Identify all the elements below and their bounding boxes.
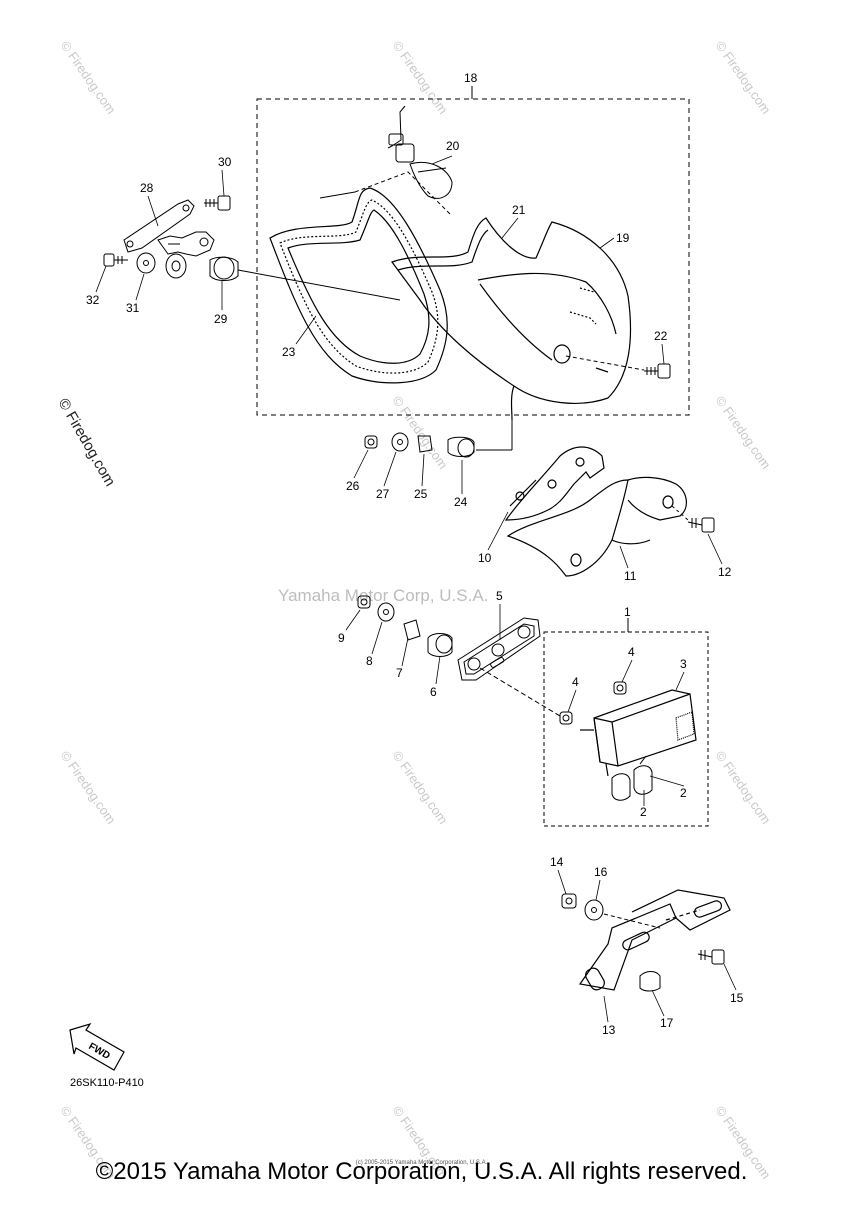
callout-9: 9: [338, 631, 345, 645]
license-light-unit-3: [580, 689, 697, 777]
callout-24: 24: [454, 495, 468, 509]
tile-watermark: © Firedog.com: [390, 38, 451, 117]
callout-31: 31: [126, 301, 140, 315]
collar-29-parts: [165, 253, 401, 301]
callout-27: 27: [376, 487, 390, 501]
diagram-code: 26SK110-P410: [70, 1077, 144, 1089]
bracket-10-11: [504, 446, 687, 577]
tile-watermark: © Firedog.com: [713, 748, 774, 827]
fwd-arrow: FWD: [69, 1022, 125, 1071]
assembly-1-box: [543, 618, 709, 827]
callout-29: 29: [214, 312, 228, 326]
tile-watermark: © Firedog.com: [713, 393, 774, 472]
callout-12: 12: [718, 565, 732, 579]
tiled-watermarks: © Firedog.com © Firedog.com © Firedog.co…: [58, 38, 774, 1182]
callout-21: 21: [512, 203, 526, 217]
callout-14: 14: [550, 855, 564, 869]
tile-watermark: © Firedog.com: [58, 748, 119, 827]
callout-19: 19: [616, 231, 630, 245]
bolt-32: [103, 253, 128, 267]
bulb-20: [319, 105, 453, 215]
callout-18: 18: [464, 71, 478, 85]
callout-7: 7: [396, 666, 403, 680]
callout-6: 6: [430, 685, 437, 699]
callout-1: 1: [624, 605, 631, 619]
callout-30: 30: [218, 155, 232, 169]
copyright-footer: ©2015 Yamaha Motor Corporation, U.S.A. A…: [95, 1158, 748, 1185]
screw-22: [565, 355, 671, 379]
callout-22: 22: [654, 329, 668, 343]
callout-17: 17: [660, 1016, 674, 1030]
tile-watermark: © Firedog.com: [390, 393, 451, 472]
center-watermark: Yamaha Motor Corp, U.S.A.: [278, 586, 488, 605]
bolt-30: [204, 195, 231, 211]
tile-watermark: © Firedog.com: [390, 748, 451, 827]
bracket-hardware-14-17: [561, 893, 725, 992]
lens-23: [269, 187, 448, 384]
tile-watermark: © Firedog.com: [713, 38, 774, 117]
callout-25: 25: [414, 487, 428, 501]
callout-13: 13: [602, 1023, 616, 1037]
assembly-18-box: [256, 86, 690, 416]
callout-4: 4: [628, 645, 635, 659]
bracket-28: [123, 199, 215, 257]
leader-lines: [95, 155, 737, 1023]
callout-28: 28: [140, 181, 154, 195]
washer-31: [136, 252, 156, 274]
callout-15: 15: [730, 991, 744, 1005]
grommet-set-24-27: [364, 420, 513, 458]
callout-16: 16: [594, 865, 608, 879]
left-watermark: © Firedog.com: [55, 396, 119, 490]
lens-cover-5: [457, 617, 561, 717]
callout-20: 20: [446, 139, 460, 153]
callout-labels: 1 2 2 3 4 4 5 6 7 8 9 10 11 12 13 14 15 …: [86, 71, 744, 1037]
small-copyright: (c) 2005-2015 Yamaha Motor Corporation, …: [355, 1160, 488, 1166]
callout-5: 5: [496, 589, 503, 603]
callout-10: 10: [478, 551, 492, 565]
callout-2: 2: [640, 805, 647, 819]
nut-4: [559, 681, 627, 725]
taillight-housing-19: [391, 217, 632, 421]
callout-3: 3: [680, 657, 687, 671]
callout-32: 32: [86, 293, 100, 307]
tile-watermark: © Firedog.com: [58, 38, 119, 117]
license-bracket-13: [578, 889, 731, 991]
bulb-2: [611, 755, 653, 801]
bolt-12: [671, 505, 715, 533]
callout-23: 23: [282, 345, 296, 359]
callout-26: 26: [346, 479, 360, 493]
callout-2: 2: [680, 786, 687, 800]
callout-8: 8: [366, 654, 373, 668]
callout-4: 4: [572, 675, 579, 689]
license-light-small-parts: [357, 595, 453, 657]
callout-11: 11: [624, 569, 637, 583]
